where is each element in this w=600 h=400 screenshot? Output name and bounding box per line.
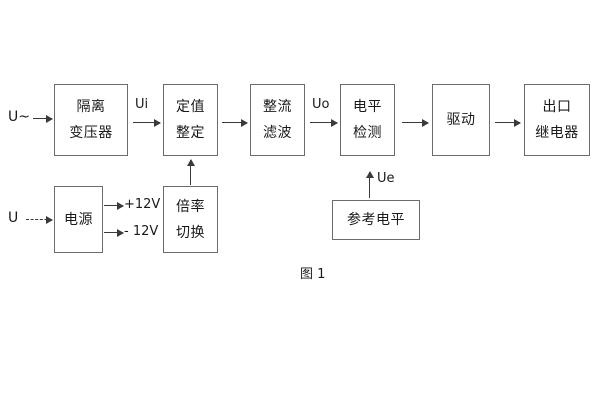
rail-label-negative: - 12V (124, 224, 159, 239)
arrow-setting-value-to-rectify-filter (222, 118, 248, 127)
arrow-level-detect-to-drive (402, 118, 429, 127)
block-reference-level: 参考电平 (332, 200, 420, 240)
label-ue: Ue (377, 171, 395, 186)
arrow-input-to-power-supply (26, 216, 53, 224)
input-label-u-dc: U (8, 210, 19, 226)
block-rectify-filter-line1: 整流 (263, 99, 292, 115)
block-multiplier-switch: 倍率 切换 (163, 186, 218, 253)
arrow-rectify-filter-to-level-detect (310, 118, 338, 127)
arrow-reference-level-to-level-detect (365, 171, 374, 198)
block-multiplier-switch-line2: 切换 (176, 224, 205, 241)
block-output-relay-line1: 出口 (542, 99, 572, 115)
block-isolation-transformer-line1: 隔离 (76, 99, 106, 115)
block-level-detect-line2: 检测 (353, 125, 382, 141)
block-drive: 驱动 (432, 84, 490, 156)
block-drive-line1: 驱动 (446, 112, 476, 128)
label-uo: Uo (312, 97, 330, 112)
block-output-relay: 出口 继电器 (524, 84, 590, 156)
arrow-input-to-isolation-transformer (33, 114, 53, 123)
block-setting-value-line1: 定值 (176, 99, 205, 115)
rail-label-positive: +12V (124, 197, 161, 212)
block-output-relay-line2: 继电器 (535, 125, 579, 141)
arrow-isolation-to-setting-value (133, 118, 161, 127)
arrow-rail-positive (104, 201, 124, 210)
block-multiplier-switch-line1: 倍率 (176, 198, 205, 215)
block-setting-value: 定值 整定 (163, 84, 218, 156)
block-reference-level-line1: 参考电平 (347, 212, 405, 228)
block-isolation-transformer-line2: 变压器 (69, 125, 113, 141)
block-power-supply-line1: 电源 (64, 211, 93, 228)
block-level-detect: 电平 检测 (340, 84, 395, 156)
label-ui: Ui (135, 97, 149, 112)
block-setting-value-line2: 整定 (176, 125, 205, 141)
block-power-supply: 电源 (54, 186, 103, 253)
figure-caption: 图 1 (300, 267, 326, 282)
arrow-rail-negative (104, 228, 124, 237)
block-rectify-filter: 整流 滤波 (250, 84, 305, 156)
block-rectify-filter-line2: 滤波 (263, 125, 292, 141)
arrow-drive-to-output-relay (495, 118, 521, 127)
block-level-detect-line1: 电平 (353, 99, 382, 115)
arrow-multiplier-switch-to-setting-value (186, 159, 195, 185)
input-label-u-ac: U~ (8, 109, 30, 125)
block-isolation-transformer: 隔离 变压器 (54, 84, 128, 156)
